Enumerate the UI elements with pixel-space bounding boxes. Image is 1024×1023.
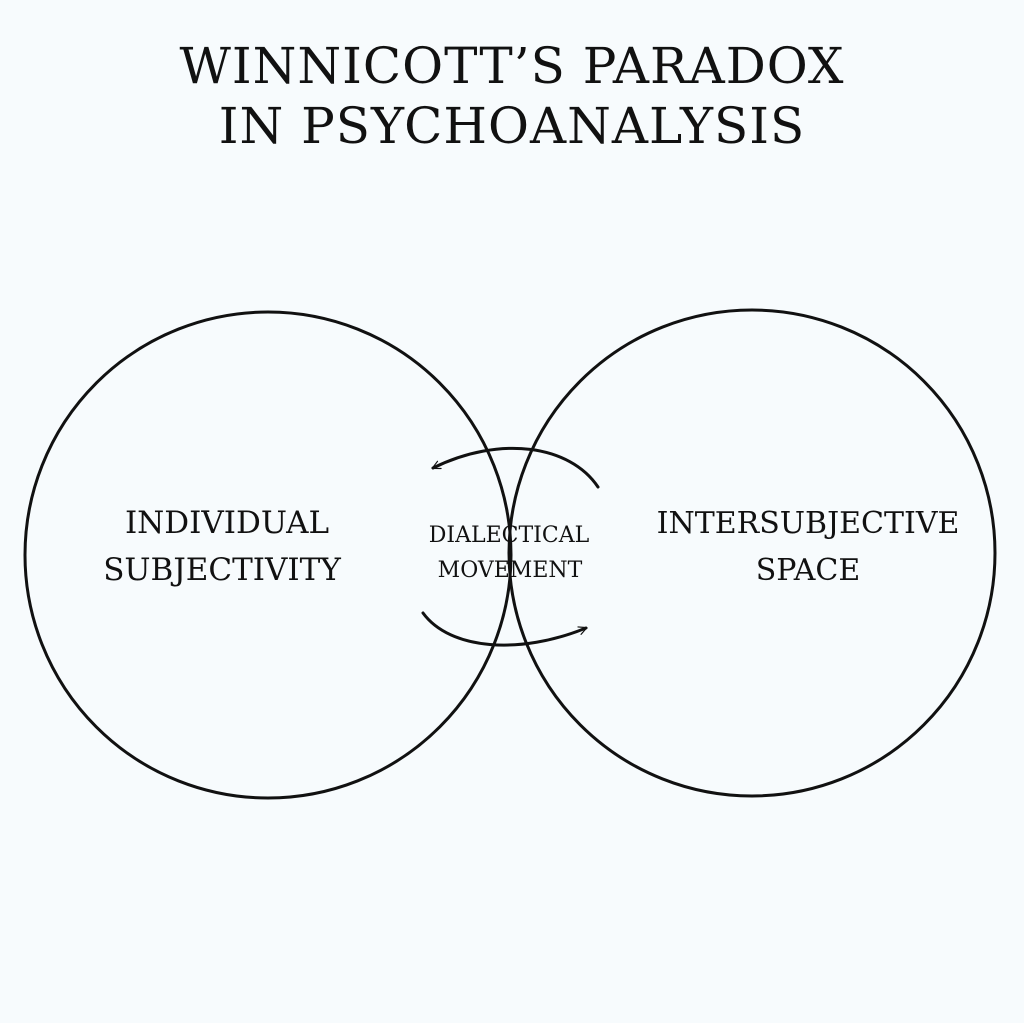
overlap-label-line-2: MOVEMENT [438,558,583,583]
title-line-1: WINNICOTT’S PARADOX [179,37,845,95]
arrow-upper-left [431,446,600,489]
right-circle-label-line-2: SPACE [756,553,861,588]
overlap-label-line-1: DIALECTICAL [429,523,590,548]
left-circle [23,310,513,800]
diagram-title: WINNICOTT’S PARADOX IN PSYCHOANALYSIS [0,36,1024,156]
arrow-lower-right [421,611,588,647]
left-circle-label-line-2: SUBJECTIVITY [103,552,341,588]
left-circle-label-line-1: INDIVIDUAL [125,505,329,541]
right-circle-label-line-1: INTERSUBJECTIVE [657,506,960,541]
right-circle [507,308,997,798]
title-line-2: IN PSYCHOANALYSIS [218,97,806,155]
